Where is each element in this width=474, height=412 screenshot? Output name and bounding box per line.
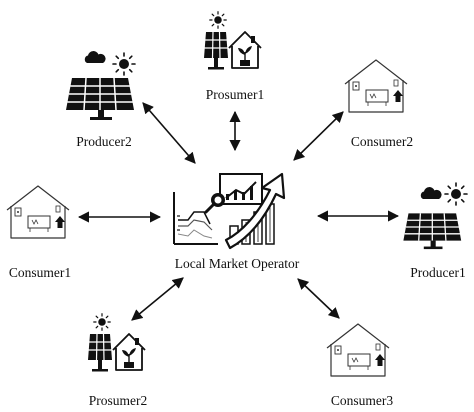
house-appliances-icon [326, 323, 390, 377]
consumer2-node: Consumer2 [344, 59, 413, 149]
prosumer2-label: Prosumer2 [89, 393, 148, 408]
local-market-operator-node: Local Market Operator [172, 172, 300, 271]
cloud-icon [84, 51, 106, 63]
consumer3-node: Consumer3 [326, 323, 393, 408]
house-appliances-icon [344, 59, 408, 113]
market-operator-chart-icon [172, 172, 286, 250]
house-appliances-icon [6, 185, 70, 239]
local-market-operator-label: Local Market Operator [175, 256, 300, 271]
link-consumer2 [293, 111, 344, 161]
solar-house-icon [88, 314, 145, 372]
cloud-icon [420, 187, 442, 199]
producer1-node: Producer1 [402, 182, 468, 280]
sun-icon [444, 182, 468, 206]
link-producer2 [142, 102, 196, 164]
link-prosumer2 [131, 277, 184, 321]
solar-house-icon [204, 12, 261, 70]
consumer3-label: Consumer3 [331, 393, 393, 408]
prosumer1-label: Prosumer1 [206, 87, 265, 102]
consumer1-node: Consumer1 [6, 185, 71, 280]
prosumer1-node: Prosumer1 [204, 12, 264, 102]
producer2-label: Producer2 [76, 134, 131, 149]
consumer1-label: Consumer1 [9, 265, 71, 280]
link-consumer3 [297, 278, 340, 319]
solar-panel-icon [65, 77, 135, 121]
solar-panel-icon [402, 212, 462, 250]
consumer2-label: Consumer2 [351, 134, 413, 149]
prosumer2-node: Prosumer2 [88, 314, 147, 408]
producer2-node: Producer2 [65, 51, 136, 149]
connections [77, 102, 400, 321]
sun-icon [112, 52, 136, 76]
producer1-label: Producer1 [410, 265, 465, 280]
